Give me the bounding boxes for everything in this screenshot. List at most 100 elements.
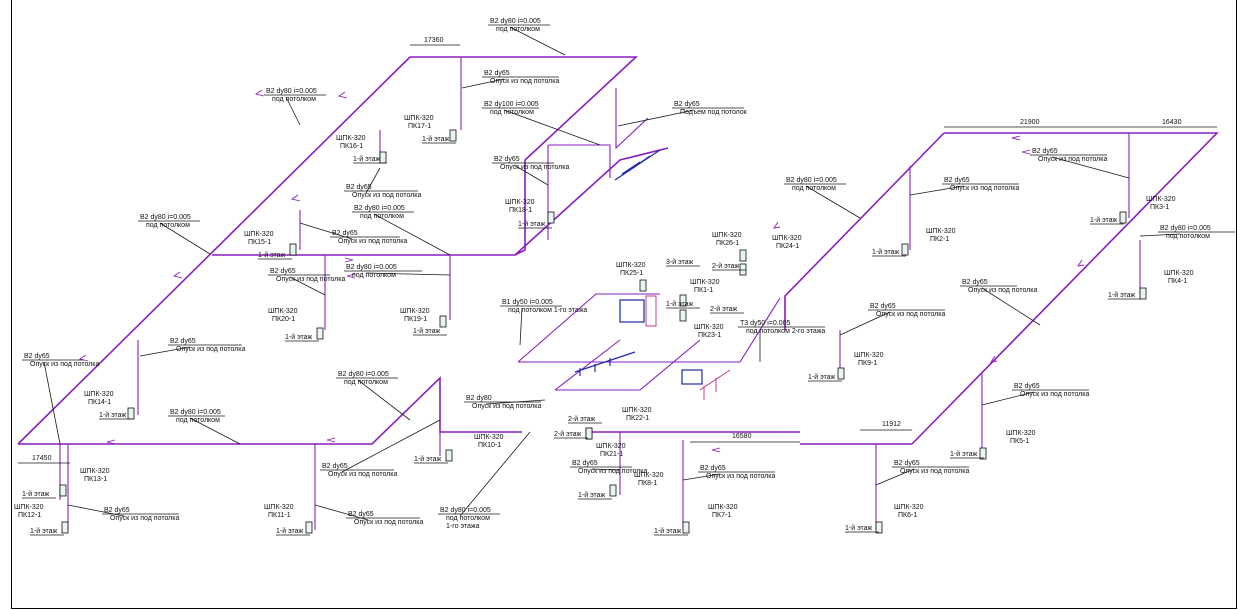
hydrant-label: ПК19-1	[404, 316, 427, 323]
pipe-label-text: Т3 dy50 i=0.005	[740, 320, 791, 327]
hydrant-box-icon	[316, 327, 324, 340]
pipe-center-riser-diag	[514, 160, 526, 256]
pipe-label-text: В2 dy80 i=0.005	[490, 18, 541, 25]
dimension-value: 16430	[1162, 119, 1182, 126]
hydrant-floor: 1-й этаж	[276, 527, 304, 535]
arrow-3	[290, 194, 301, 202]
pipe-label-text: В2 dy65	[944, 177, 970, 184]
pipe-branch-a	[548, 144, 611, 178]
hydrant-box-icon	[837, 367, 845, 380]
hydrant-label: ШПК-320	[926, 228, 956, 235]
pipe-label-text: В2 dy65	[484, 70, 510, 77]
label-leader	[509, 26, 566, 56]
pipe-label-text: В2 dy65	[894, 460, 920, 467]
hydrant-label: ШПК-320	[690, 279, 720, 286]
label-leader	[341, 419, 441, 473]
hydrant-floor: 1-й этаж	[422, 135, 450, 143]
hydrant-label: ПК8-1	[638, 480, 657, 487]
label-leader	[43, 361, 61, 445]
hydrant-box-icon	[61, 521, 69, 534]
arrow-2	[337, 91, 348, 99]
pipe-label-text: В2 dy65	[1032, 148, 1058, 155]
pipe-label-text: под потолком	[446, 515, 490, 522]
pipe-right-left-diag	[784, 132, 945, 330]
pipe-label-text: В2 dy80 i=0.005	[140, 214, 191, 221]
pipe-label-text: В2 dy80 i=0.005	[170, 409, 221, 416]
pipe-label-text: Опуск из под потолка	[352, 192, 421, 199]
label-leader	[461, 78, 505, 89]
arrow-6	[344, 257, 354, 263]
hydrant-box-icon	[1139, 287, 1147, 300]
pipe-label-text: В2 dy65	[572, 460, 598, 467]
flow-arrows	[78, 89, 1085, 453]
hydrant-floor: 1-й этаж	[950, 450, 978, 458]
label-leader	[591, 468, 621, 471]
pipe-label-text: Опуск из под потолка	[176, 346, 245, 353]
pipe-label-text: Опуск из под потолка	[276, 276, 345, 283]
pipe-label-text: Опуск из под потолка	[900, 468, 969, 475]
hydrant-floor: 1-й этаж	[413, 327, 441, 335]
pipe-label-text: В2 dy65	[700, 465, 726, 472]
pipe-label-text: В2 dy100 i=0.005	[484, 101, 539, 108]
pipe-label-text: Опуск из под потолка	[950, 185, 1019, 192]
hydrant-label: ПК5-1	[1010, 438, 1029, 445]
pipe-label-text: Опуск из под потолка	[490, 78, 559, 85]
hydrant-box-icon	[289, 243, 297, 256]
hydrant-label: ПК17-1	[408, 123, 431, 130]
pipe-label-text: В2 dy65	[24, 353, 50, 360]
hydrant-floor: 1-й этаж	[1090, 216, 1118, 224]
hydrant-box-icon	[547, 211, 555, 224]
hydrant-label: ШПК-320	[712, 232, 742, 239]
hydrant-box-icon	[739, 263, 747, 276]
dimension-value: 17450	[32, 455, 52, 462]
label-leader	[981, 287, 1041, 326]
hydrant-label: ШПК-320	[1164, 270, 1194, 277]
pipe-label-text: В2 dy65	[322, 463, 348, 470]
pipe-label-text: Опуск из под потолка	[968, 287, 1037, 294]
arrow-14	[711, 447, 721, 453]
label-leader	[139, 346, 191, 357]
arrow-5	[78, 354, 89, 362]
pipe-label-text: В2 dy65	[270, 268, 296, 275]
pipe-label-text: 1-го этажа	[446, 523, 480, 530]
arrow-8	[326, 437, 336, 443]
hydrant-box-icon	[639, 279, 647, 292]
hydrant-box-icon	[379, 151, 387, 164]
hydrant-label: ПК6-1	[898, 512, 917, 519]
label-leader	[875, 468, 915, 486]
pipe-label-text: В2 dy65	[962, 279, 988, 286]
label-leader	[519, 307, 523, 346]
hydrant-label: ШПК-320	[1006, 430, 1036, 437]
pipe-main-top-left	[410, 56, 639, 161]
label-leader	[373, 213, 451, 256]
label-leader	[459, 431, 531, 517]
label-leader	[67, 504, 125, 517]
arrow-11	[1077, 259, 1085, 267]
label-leader	[1139, 233, 1181, 237]
label-leader	[159, 222, 211, 255]
pipe-label-text: под потолком	[272, 96, 316, 103]
pipe-label-text: под потолком 2-го этажа	[746, 328, 825, 335]
